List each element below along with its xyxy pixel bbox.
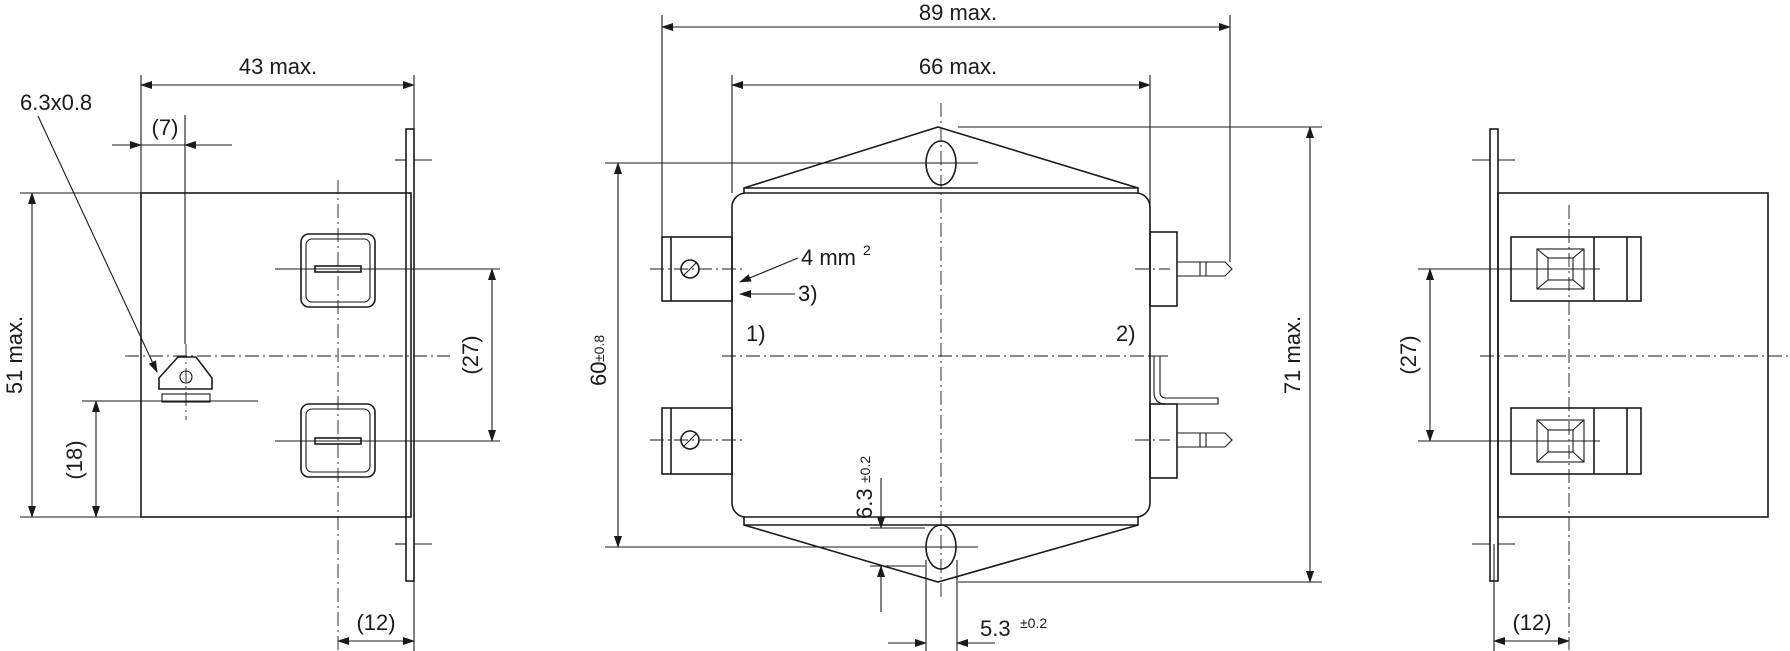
dim-overall-height-71: 71 max.	[1280, 316, 1305, 394]
dim-terminal-size: 6.3x0.8	[20, 90, 92, 115]
dim-overall-width-89: 89 max.	[919, 0, 997, 25]
front-view: 89 max. 66 max. 60 ±0.8 71 max. 4 mm 2 3…	[586, 0, 1322, 651]
dim-slot-width: 6.3	[852, 488, 877, 519]
dim-ground-height: (18)	[62, 440, 87, 479]
note-1: 1)	[746, 321, 766, 346]
note-2: 2)	[1116, 321, 1136, 346]
left-body-outline	[140, 192, 412, 518]
input-terminal-bottom	[661, 407, 733, 475]
dim-slot-height-tol: ±0.2	[1020, 615, 1047, 631]
dim-terminal-pitch-right: (27)	[1396, 335, 1421, 374]
dim-height-51: 51 max.	[2, 316, 27, 394]
dim-width-43: 43 max.	[239, 54, 317, 79]
output-terminal-top	[1149, 231, 1233, 307]
wire-size-label: 4 mm	[801, 245, 856, 270]
right-flange	[1489, 128, 1499, 582]
wire-size-sup: 2	[863, 242, 871, 258]
dim-slot-width-tol: ±0.2	[857, 456, 873, 483]
dim-mount-pitch-60: 60	[586, 362, 611, 386]
ground-tab	[1150, 355, 1219, 405]
output-terminal-bottom	[1149, 403, 1233, 479]
right-side-view: (27) (12)	[1396, 128, 1790, 651]
right-body-outline	[1497, 192, 1769, 518]
input-terminal-top	[661, 236, 733, 302]
left-side-view: 43 max. 6.3x0.8 (7) 51 max. (18) (27) (1…	[2, 54, 500, 651]
dim-mount-pitch-tol: ±0.8	[591, 335, 607, 362]
ground-lug	[158, 356, 213, 403]
dim-flange-offset-right: (12)	[1512, 610, 1551, 635]
dim-terminal-pitch-left: (27)	[458, 335, 483, 374]
dim-terminal-offset: (7)	[152, 115, 179, 140]
left-flange	[405, 128, 415, 582]
dim-body-width-66: 66 max.	[919, 54, 997, 79]
note-3: 3)	[798, 281, 818, 306]
dim-flange-offset-left: (12)	[356, 610, 395, 635]
dim-slot-height: 5.3	[980, 616, 1011, 641]
